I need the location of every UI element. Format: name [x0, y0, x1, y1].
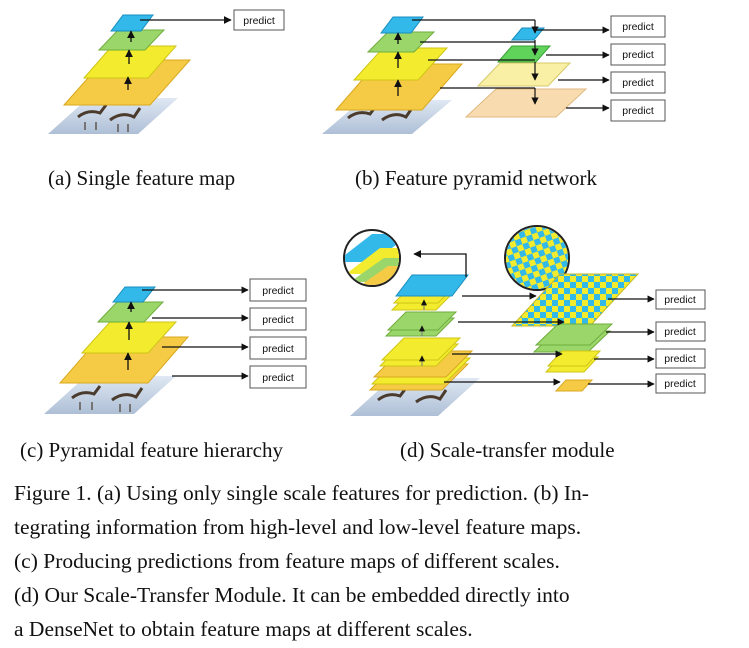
figure-caption-line: (c) Producing predictions from feature m…	[14, 549, 560, 573]
predict-box	[655, 348, 706, 369]
predict-box	[610, 99, 666, 122]
figure-caption-line: (d) Our Scale-Transfer Module. It can be…	[14, 583, 570, 607]
subfigure-a: predict	[48, 9, 285, 134]
figure-caption-line: Figure 1. (a) Using only single scale fe…	[14, 481, 589, 505]
predict-label: predict	[622, 105, 654, 117]
predict-label: predict	[622, 77, 654, 89]
figure-caption-line: tegrating information from high-level an…	[14, 515, 582, 539]
pyramid-map-light-yellow	[476, 62, 572, 87]
feature-map-cyan	[394, 274, 470, 297]
predict-box	[655, 321, 706, 342]
predict-box	[249, 336, 307, 360]
predict-box	[233, 9, 285, 31]
predict-label: predict	[664, 294, 696, 306]
figure-caption-line: a DenseNet to obtain feature maps at dif…	[14, 617, 473, 641]
subfigure-a-caption: (a) Single feature map	[48, 166, 236, 190]
predict-box	[655, 289, 706, 310]
predict-box	[249, 307, 307, 331]
subfigure-d: predict predict predict predict	[343, 225, 706, 416]
subfigure-b: predict predict predict predict	[322, 15, 666, 134]
predict-label: predict	[262, 372, 294, 384]
pyramid-map-peach	[464, 88, 588, 118]
predict-label: predict	[243, 15, 275, 27]
predict-label: predict	[262, 285, 294, 297]
predict-label: predict	[664, 378, 696, 390]
predict-label: predict	[262, 314, 294, 326]
bird-photo-icon	[48, 98, 178, 134]
predict-label: predict	[664, 353, 696, 365]
predict-box	[610, 43, 666, 66]
feature-map-cyan	[111, 286, 157, 303]
predict-label: predict	[622, 49, 654, 61]
predict-label: predict	[664, 326, 696, 338]
subfigure-b-caption: (b) Feature pyramid network	[355, 166, 598, 190]
figure-caption: Figure 1. (a) Using only single scale fe…	[14, 476, 734, 646]
predict-box	[655, 373, 706, 394]
predict-label: predict	[622, 21, 654, 33]
subfigure-c-caption: (c) Pyramidal feature hierarchy	[20, 438, 283, 462]
scale-transfer-map-orange	[554, 379, 594, 392]
predict-box	[249, 278, 307, 302]
predict-label: predict	[262, 343, 294, 355]
predict-box	[610, 71, 666, 94]
subfigure-d-caption: (d) Scale-transfer module	[400, 438, 615, 462]
magnifier-icon	[343, 229, 401, 287]
densenet-stack	[368, 274, 474, 391]
predict-box	[610, 15, 666, 38]
bird-photo-icon	[44, 376, 176, 414]
subfigure-c: predict predict predict predict	[44, 278, 307, 414]
feature-map-cyan	[110, 14, 154, 32]
predict-box	[249, 365, 307, 389]
